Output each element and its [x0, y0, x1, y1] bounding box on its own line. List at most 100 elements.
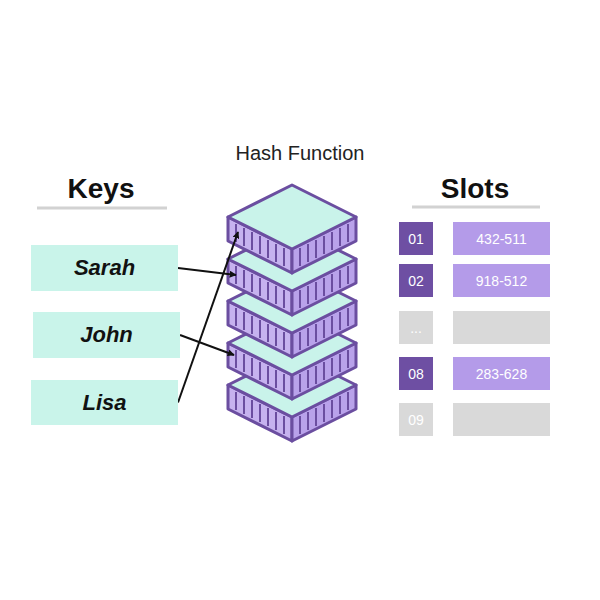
hash-stack: [228, 185, 356, 441]
layer-ridge: [283, 290, 285, 308]
key-arrow: [178, 268, 236, 275]
layer-ridge: [267, 408, 269, 426]
layer-ridge: [251, 358, 253, 376]
layer-ridge: [259, 278, 261, 296]
layer-ridge: [251, 400, 253, 418]
slot-value: 918-512: [453, 264, 550, 297]
layer-ridge: [243, 396, 245, 414]
layer-ridge: [347, 266, 349, 284]
layer-ridge: [283, 248, 285, 266]
layer-ridge: [347, 224, 349, 242]
slot-number: 09: [399, 403, 433, 436]
layer-ridge: [331, 400, 333, 418]
layer-ridge: [323, 362, 325, 380]
key-box-text: Sarah: [74, 255, 135, 281]
layer-ridge: [347, 350, 349, 368]
key-arrow: [180, 335, 234, 355]
layer-ridge: [339, 312, 341, 330]
slot-number: 02: [399, 264, 433, 297]
column-heading: Keys: [68, 173, 135, 205]
layer-ridge: [307, 328, 309, 346]
hash-function: Hash Function: [222, 142, 378, 447]
layer-ridge: [299, 374, 301, 392]
layer-ridge: [315, 408, 317, 426]
layer-ridge: [235, 308, 237, 326]
layer-ridge: [339, 396, 341, 414]
layer-ridge: [331, 358, 333, 376]
layer-ridge: [299, 332, 301, 350]
layer-ridge: [323, 236, 325, 254]
column-heading: Slots: [441, 173, 509, 205]
slot-number-text: 01: [408, 231, 424, 247]
slot-number-text: 09: [408, 412, 424, 428]
heading-underline: [412, 206, 540, 209]
layer-ridge: [243, 270, 245, 288]
layer-ridge: [235, 350, 237, 368]
empty-slot: [453, 403, 550, 436]
layer-ridge: [315, 366, 317, 384]
key-box: Sarah: [31, 245, 178, 291]
layer-ridge: [339, 270, 341, 288]
layer-ridge: [315, 240, 317, 258]
layer-ridge: [323, 320, 325, 338]
layer-ridge: [267, 282, 269, 300]
layer-ridge: [243, 312, 245, 330]
layer-ridge: [275, 412, 277, 430]
layer-ridge: [275, 370, 277, 388]
slot-number-text: 02: [408, 273, 424, 289]
layer-ridge: [323, 404, 325, 422]
layer-ridge: [315, 324, 317, 342]
empty-slot: [453, 311, 550, 344]
layer-ridge: [275, 328, 277, 346]
layer-ridge: [267, 240, 269, 258]
slot-value-text: 432-511: [476, 231, 526, 247]
layer-ridge: [283, 416, 285, 434]
layer-ridge: [299, 248, 301, 266]
slot-value-text: 918-512: [476, 273, 527, 289]
layer-ridge: [259, 236, 261, 254]
layer-ridge: [283, 332, 285, 350]
layer-ridge: [251, 232, 253, 250]
layer-ridge: [347, 308, 349, 326]
layer-ridge: [307, 412, 309, 430]
layer-ridge: [275, 244, 277, 262]
key-box-text: Lisa: [82, 390, 126, 416]
layer-top: [228, 185, 356, 249]
hash-function-text: Hash Function: [236, 142, 365, 165]
heading-underline: [37, 207, 167, 210]
layer-ridge: [331, 274, 333, 292]
slot-number-text: ...: [410, 320, 422, 336]
layer-ridge: [347, 392, 349, 410]
slot-number: 08: [399, 357, 433, 390]
slot-value: 432-511: [453, 222, 550, 255]
layer-ridge: [315, 282, 317, 300]
slot-value-text: 283-628: [476, 366, 527, 382]
key-arrow: [178, 232, 238, 403]
slot-value: 283-628: [453, 357, 550, 390]
slot-number: ...: [399, 311, 433, 344]
layer-ridge: [323, 278, 325, 296]
key-box: John: [33, 312, 180, 358]
layer-ridge: [299, 290, 301, 308]
layer-ridge: [259, 404, 261, 422]
layer-ridge: [259, 320, 261, 338]
layer-ridge: [307, 286, 309, 304]
layer-ridge: [243, 228, 245, 246]
slot-number-text: 08: [408, 366, 424, 382]
layer-ridge: [339, 228, 341, 246]
layer-ridge: [307, 244, 309, 262]
layer-ridge: [251, 274, 253, 292]
layer-ridge: [267, 324, 269, 342]
key-box: Lisa: [31, 380, 178, 425]
layer-ridge: [259, 362, 261, 380]
layer-ridge: [331, 316, 333, 334]
layer-ridge: [307, 370, 309, 388]
layer-ridge: [283, 374, 285, 392]
layer-ridge: [235, 392, 237, 410]
layer-ridge: [275, 286, 277, 304]
layer-ridge: [251, 316, 253, 334]
layer-ridge: [331, 232, 333, 250]
